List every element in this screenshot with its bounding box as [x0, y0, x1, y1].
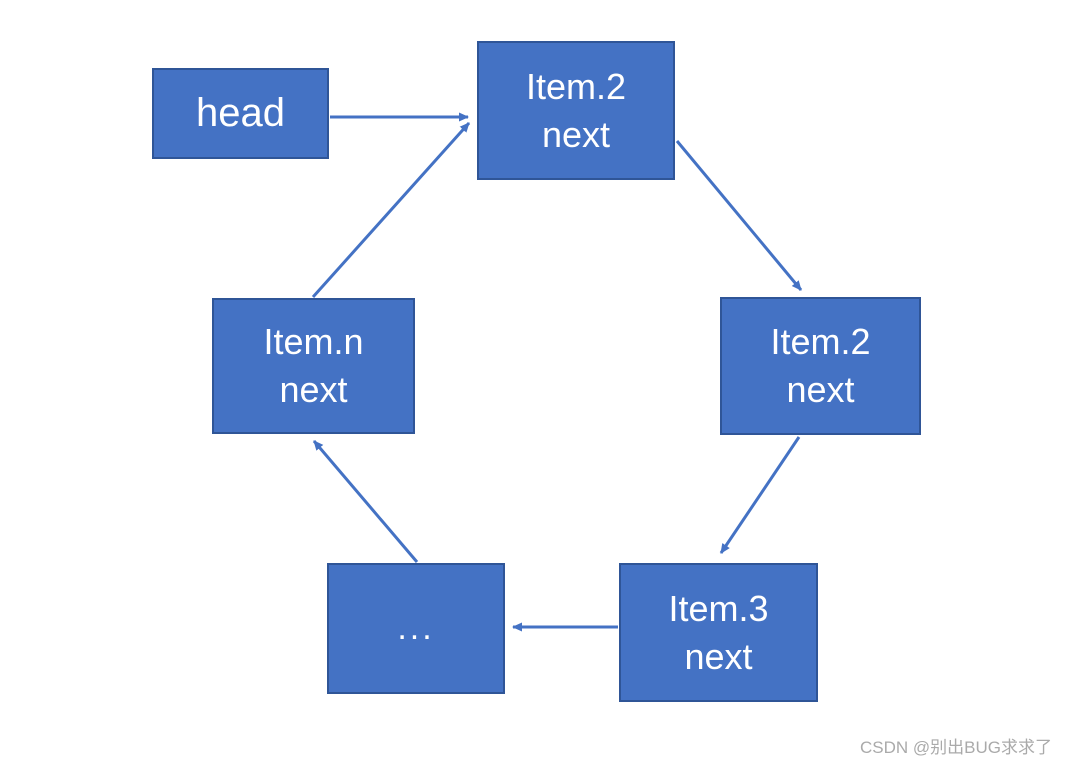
- node-label-line: next: [541, 113, 611, 155]
- node-label-line: next: [786, 369, 855, 410]
- node-label-line: Item.n: [263, 321, 364, 363]
- node-label-line: Item.2: [525, 65, 627, 107]
- node-dots: ...: [327, 563, 505, 694]
- node-label: ...: [397, 609, 435, 648]
- node-label-line: Item.3: [668, 587, 769, 629]
- node-label-line: next: [279, 369, 348, 410]
- arrow-itemn-to-item2-top: [311, 121, 471, 299]
- arrow-item2-right-to-item3: [719, 436, 801, 554]
- arrow-item2-top-to-item2-right: [675, 140, 803, 291]
- node-label-line: next: [684, 635, 753, 677]
- node-item2-top: Item.2 next: [477, 41, 675, 180]
- node-head: head: [152, 68, 329, 159]
- node-label-line: Item.2: [770, 321, 871, 363]
- node-itemn: Item.n next: [212, 298, 415, 434]
- watermark-text: CSDN @别出BUG求求了: [860, 738, 1052, 757]
- arrow-dots-to-itemn: [312, 440, 419, 563]
- node-label: head: [196, 91, 285, 136]
- node-item2-right: Item.2 next: [720, 297, 921, 435]
- node-item3: Item.3 next: [619, 563, 818, 702]
